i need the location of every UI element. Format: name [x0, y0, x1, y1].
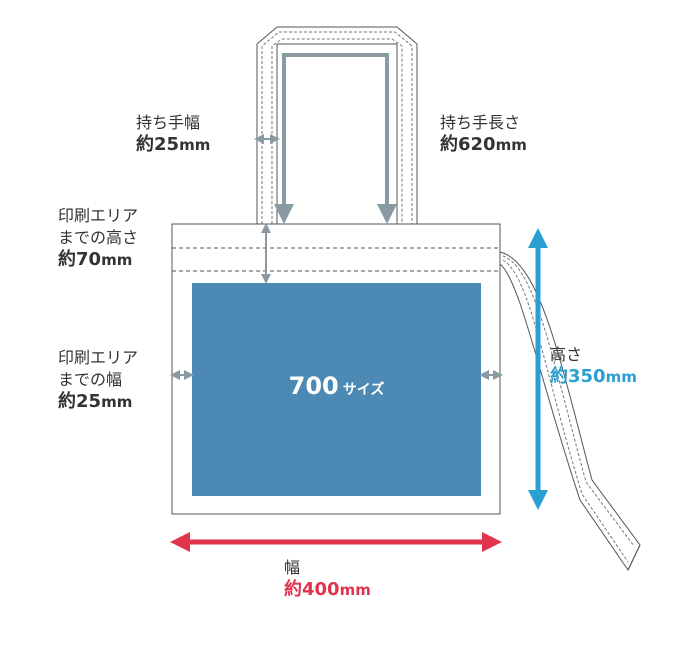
- print-side-line2: までの幅: [58, 370, 123, 389]
- bag-width-value: 約400: [284, 579, 340, 600]
- handle-width-title: 持ち手幅: [136, 113, 201, 132]
- bag-width-title: 幅: [284, 558, 301, 577]
- bag-height-value: 約350: [550, 366, 606, 387]
- bag-height-unit: mm: [605, 368, 637, 386]
- handle-width-label: 持ち手幅 約25mm: [136, 112, 210, 156]
- print-side-value: 約25: [58, 391, 102, 412]
- print-top-unit: mm: [101, 251, 133, 269]
- bag-height-title: 高さ: [550, 345, 583, 364]
- bag-width-unit: mm: [339, 581, 371, 599]
- bag-width-label: 幅 約400mm: [284, 557, 371, 601]
- print-top-value: 約70: [58, 249, 102, 270]
- print-top-line1: 印刷エリア: [58, 206, 139, 225]
- print-area-suffix: サイズ: [342, 382, 385, 398]
- handle-width-value: 約25: [136, 134, 180, 155]
- handle-width-value-line: 約25mm: [136, 134, 210, 156]
- handle-width-unit: mm: [179, 136, 211, 154]
- print-top-label: 印刷エリア までの高さ 約70mm: [58, 205, 138, 271]
- bag-height-value-line: 約350mm: [550, 366, 637, 388]
- print-side-unit: mm: [101, 393, 133, 411]
- handle-length-arrow: [274, 53, 397, 224]
- handle-length-unit: mm: [495, 136, 527, 154]
- print-side-value-line: 約25mm: [58, 391, 138, 413]
- handle-length-label: 持ち手長さ 約620mm: [440, 112, 527, 156]
- print-side-line1: 印刷エリア: [58, 348, 139, 367]
- side-strap: [499, 251, 641, 571]
- print-area: [192, 283, 481, 496]
- bag-height-label: 高さ 約350mm: [550, 344, 637, 388]
- print-top-value-line: 約70mm: [58, 249, 138, 271]
- print-side-label: 印刷エリア までの幅 約25mm: [58, 347, 138, 413]
- handle-length-value: 約620: [440, 134, 496, 155]
- handle-length-value-line: 約620mm: [440, 134, 527, 156]
- print-top-line2: までの高さ: [58, 228, 139, 247]
- bag-width-value-line: 約400mm: [284, 579, 371, 601]
- handle-length-title: 持ち手長さ: [440, 113, 521, 132]
- print-area-number: 700: [288, 372, 339, 400]
- handle: [256, 26, 418, 225]
